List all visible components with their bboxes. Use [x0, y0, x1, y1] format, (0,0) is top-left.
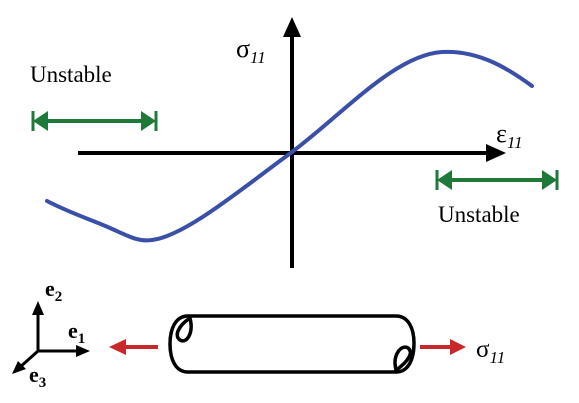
load-arrow-left	[109, 339, 158, 355]
specimen-left-end-cap	[175, 316, 193, 343]
specimen-cylinder	[168, 314, 416, 374]
e1-label: e1	[68, 318, 85, 347]
stress-strain-curve	[45, 49, 534, 243]
x-axis-arrowhead	[486, 144, 506, 162]
axes	[78, 17, 506, 268]
specimen-body	[168, 314, 416, 374]
unstable-double-arrow-left	[31, 111, 158, 131]
y-axis-arrowhead	[283, 17, 301, 37]
e3-vector	[17, 349, 40, 370]
unstable-double-arrow-right	[435, 170, 559, 190]
load-arrow-right	[420, 339, 466, 355]
basis-vectors: e2 e1 e3	[12, 276, 90, 391]
unstable-label-left: Unstable	[30, 62, 112, 87]
y-axis-label: σ11	[236, 34, 266, 67]
e2-label: e2	[45, 276, 62, 305]
e3-label: e3	[29, 362, 46, 391]
unstable-region-left: Unstable	[30, 62, 158, 131]
x-axis-label: ε11	[496, 119, 523, 152]
unstable-region-right: Unstable	[435, 170, 559, 227]
load-label: σ11	[476, 336, 505, 367]
unstable-label-right: Unstable	[438, 202, 520, 227]
specimen-right-end-cap	[393, 345, 413, 372]
